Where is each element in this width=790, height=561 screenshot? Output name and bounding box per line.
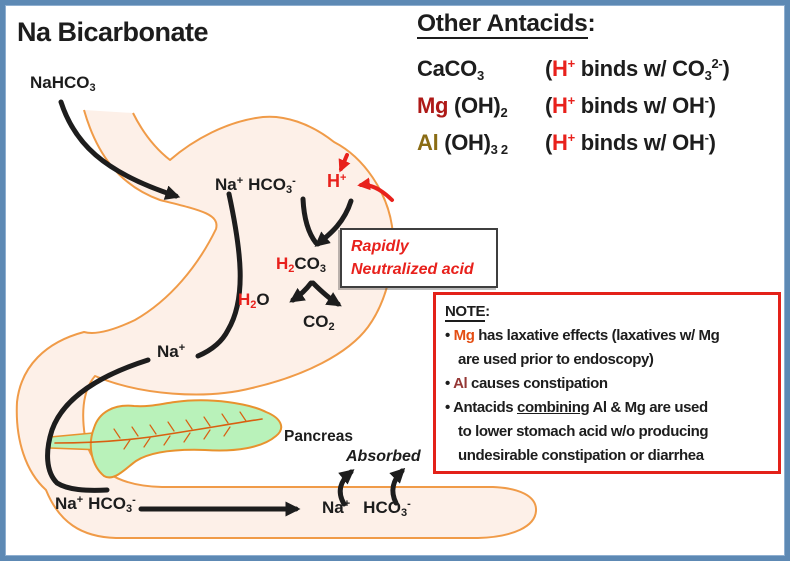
- antacid-row-mgoh2: Mg (OH)2(H+ binds w/ OH-): [417, 93, 716, 120]
- reaction-split-arrow-left: [289, 280, 314, 303]
- antacid-row-caco3: CaCO3(H+ binds w/ CO32-): [417, 56, 730, 83]
- reaction-merge-arrow-left: [300, 196, 319, 246]
- stomach-gi-tract-outline: [15, 109, 538, 539]
- other-antacids-rows: CaCO3(H+ binds w/ CO32-) Mg (OH)2(H+ bin…: [417, 45, 730, 157]
- pancreatic-duct-lines: [54, 411, 263, 450]
- label-co2: CO2: [303, 312, 335, 333]
- label-h-plus-acid: H+: [327, 171, 347, 191]
- note-bullet-mg-line2: are used prior to endoscopy): [458, 351, 654, 368]
- note-box: NOTE: • Mg has laxative effects (laxativ…: [433, 292, 781, 474]
- note-bullet-combining-line1: • Antacids combining Al & Mg are used: [445, 399, 708, 416]
- label-h2o: H2O: [238, 290, 270, 311]
- label-na-hco3-duodenum: Na+HCO3-: [55, 494, 136, 515]
- note-bullet-al: • Al causes constipation: [445, 375, 608, 392]
- page-title: Na Bicarbonate: [17, 17, 209, 47]
- label-na-hco3-stomach: Na+HCO3-: [215, 175, 296, 196]
- esophagus-flow-arrow: [58, 99, 181, 200]
- sodium-flow-line-upper: [195, 191, 243, 359]
- note-bullet-combining-line3: undesirable constipation or diarrhea: [458, 447, 704, 464]
- sodium-flow-line-lower: [45, 357, 151, 493]
- other-antacids-heading: Other Antacids:: [417, 10, 596, 39]
- label-absorbed: Absorbed: [346, 448, 421, 465]
- reaction-merge-arrow-right: [314, 198, 354, 247]
- other-antacids-section: Other Antacids: CaCO3(H+ binds w/ CO32-)…: [417, 10, 730, 157]
- note-heading: NOTE:: [445, 303, 490, 322]
- note-bullet-mg-line1: • Mg has laxative effects (laxatives w/ …: [445, 327, 720, 344]
- callout-line-1: Rapidly: [351, 238, 409, 255]
- reaction-split-arrow-right: [310, 280, 342, 307]
- label-na-hco3-absorbed: Na+HCO3-: [322, 498, 411, 519]
- antacid-row-aloh3: Al (OH)3 2(H+ binds w/ OH-): [417, 130, 716, 157]
- label-h2co3: H2CO3: [276, 254, 327, 275]
- acid-arrow-wall: [357, 177, 394, 202]
- label-nahco3-ingested: NaHCO3: [30, 73, 96, 94]
- label-na-plus: Na+: [157, 342, 186, 361]
- acid-arrow-top: [338, 153, 351, 173]
- label-pancreas: Pancreas: [284, 428, 353, 445]
- absorbed-arrow-hco3: [389, 467, 406, 506]
- callout-rapidly-neutralized: Rapidly Neutralized acid: [340, 228, 498, 288]
- absorbed-arrow-na: [337, 469, 355, 507]
- note-bullet-combining-line2: to lower stomach acid w/o producing: [458, 423, 709, 440]
- callout-line-2: Neutralized acid: [351, 261, 474, 278]
